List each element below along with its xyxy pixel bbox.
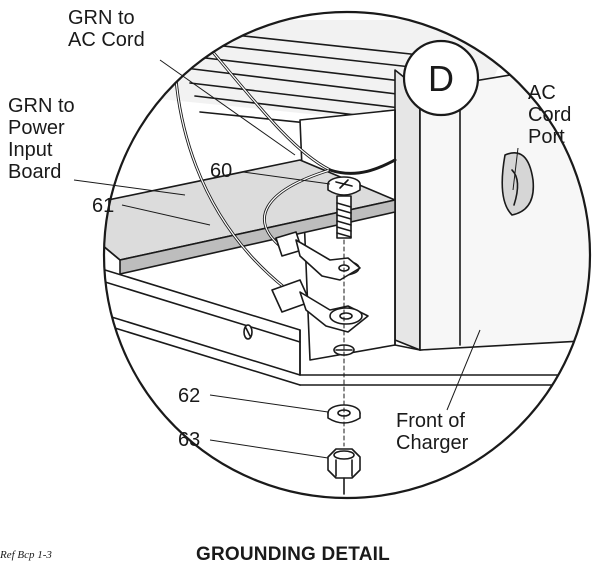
ring-terminals (271, 231, 369, 333)
nut-63 (327, 448, 361, 495)
part-number-63: 63 (178, 429, 201, 451)
part-number-62: 62 (178, 385, 201, 407)
cabinet-right-wall (419, 59, 590, 351)
label-front-of-charger: Front of Charger (396, 410, 469, 454)
reference-code: Ref Bcp 1-3 (0, 549, 52, 561)
power-input-board (104, 159, 396, 275)
label-grn-to-ac-cord: GRN to AC Cord (68, 7, 145, 51)
detail-letter: D (428, 58, 454, 99)
part-number-60: 60 (210, 160, 233, 182)
screw-60 (327, 176, 361, 239)
detail-badge (402, 39, 480, 117)
part-number-61: 61 (92, 195, 115, 217)
diagram-caption: GROUNDING DETAIL (196, 544, 390, 565)
label-grn-to-power-input-board: GRN to Power Input Board (8, 95, 75, 183)
leader-lines (73, 59, 519, 459)
label-ac-cord-port: AC Cord Port (528, 82, 572, 148)
detail-circle (102, 10, 592, 500)
